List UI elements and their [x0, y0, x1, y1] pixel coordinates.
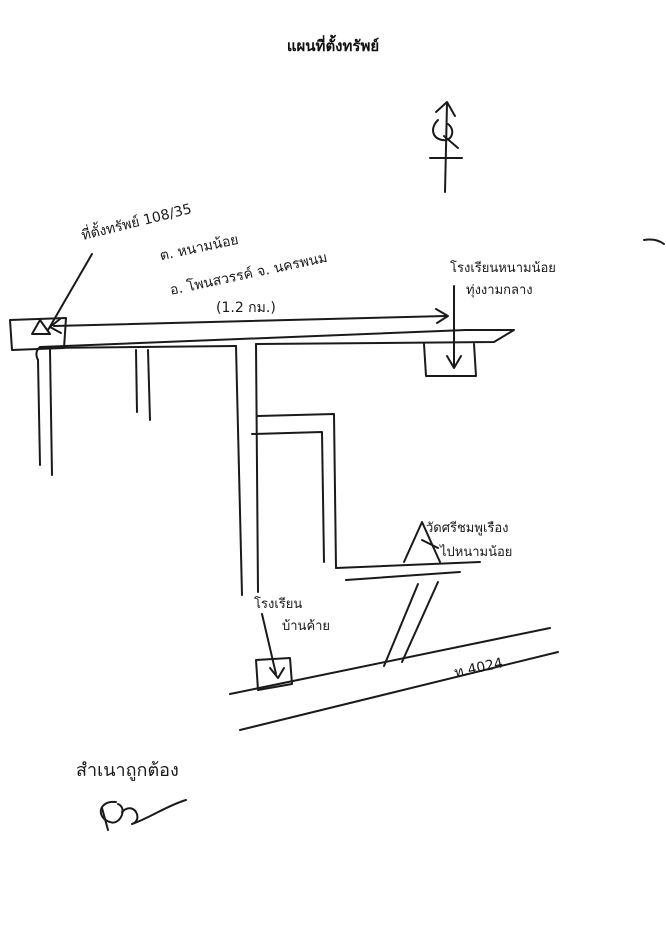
main-road — [35, 329, 515, 361]
distance-arrow — [49, 308, 449, 334]
property-label-line2: ต. หนามน้อย — [158, 232, 240, 264]
landmark-right-box — [423, 285, 477, 377]
temple-label-line1: วัดศรีชมพูเรือง — [426, 520, 509, 536]
property-leader-line — [47, 253, 93, 331]
certification-text: สำเนาถูกต้อง — [76, 760, 179, 781]
school-label-line2: บ้านค้าย — [282, 619, 330, 634]
temple-label-line2: ไปหนามน้อย — [439, 544, 512, 560]
property-label: ที่ตั้งทรัพย์ 108/35 ต. หนามน้อย อ. โพนส… — [79, 198, 329, 299]
page-title: แผนที่ตั้งทรัพย์ — [286, 37, 380, 55]
property-marker — [9, 317, 67, 351]
landmark-right-label: โรงเรียนหนามน้อย ทุ่งงามกลาง — [450, 260, 556, 298]
connector-road — [251, 413, 481, 581]
landmark-right-line2: ทุ่งงามกลาง — [466, 283, 533, 298]
temple-label: วัดศรีชมพูเรือง ไปหนามน้อย — [426, 520, 512, 560]
property-label-line1: ที่ตั้งทรัพย์ 108/35 — [79, 198, 193, 244]
north-arrow-icon — [429, 101, 463, 193]
school-label: โรงเรียน บ้านค้าย — [254, 596, 330, 634]
landmark-right-line1: โรงเรียนหนามน้อย — [450, 260, 556, 276]
highway-4024 — [229, 627, 559, 731]
school-marker — [255, 613, 293, 691]
distance-label: (1.2 กม.) — [216, 300, 276, 316]
highway-label: ท.4024 — [453, 655, 505, 681]
temple-marker — [403, 521, 441, 563]
branch-road — [383, 581, 439, 667]
signature — [100, 799, 187, 831]
school-label-line1: โรงเรียน — [254, 596, 302, 612]
side-streets — [37, 343, 259, 596]
